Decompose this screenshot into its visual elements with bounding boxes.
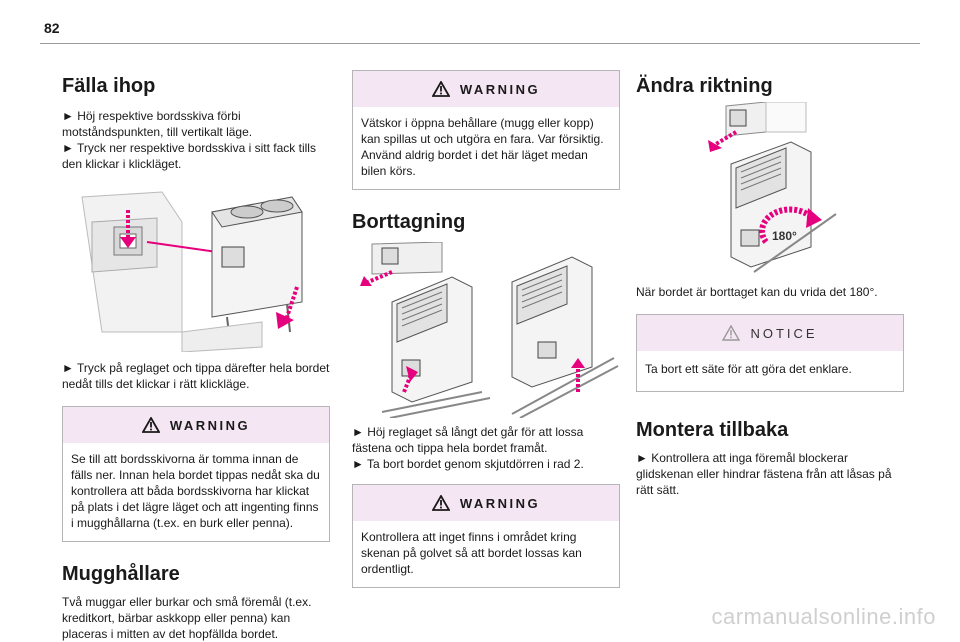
notice-box: NOTICE Ta bort ett säte för att göra det… [636, 314, 904, 392]
step-text: ► Ta bort bordet genom skjutdörren i rad… [352, 457, 584, 471]
page-number: 82 [44, 20, 60, 36]
warning-box-liquids: WARNING Vätskor i öppna behållare (mugg … [352, 70, 620, 190]
header-rule [40, 43, 920, 44]
warning-label: WARNING [459, 81, 541, 97]
warning-icon [431, 81, 450, 97]
removal-illustration [352, 242, 620, 418]
section-title-cupholder: Mugghållare [62, 563, 180, 585]
section-title-removal: Borttagning [352, 211, 466, 233]
column-3: Ändra riktning 180° När bordet är bortta… [636, 56, 904, 498]
column-2: WARNING Vätskor i öppna behållare (mugg … [352, 56, 620, 588]
step-text: ► Höj respektive bordsskiva förbi motstå… [62, 109, 253, 139]
warning-text: Se till att bordsskivorna är tomma innan… [71, 452, 320, 530]
watermark: carmanualsonline.info [711, 604, 936, 629]
section-title-reinstall: Montera tillbaka [636, 419, 789, 441]
warning-header: WARNING [63, 407, 329, 443]
rotate-table-illustration: 180° [636, 102, 904, 274]
step-text: ► Höj reglaget så långt det går för att … [352, 425, 584, 455]
warning-box-rail: WARNING Kontrollera att inget finns i om… [352, 484, 620, 588]
cupholder-text: Två muggar eller burkar och små föremål … [62, 595, 312, 641]
warning-header: WARNING [353, 485, 619, 521]
warning-text: Kontrollera att inget finns i området kr… [361, 530, 582, 576]
rotation-label: 180° [772, 229, 797, 243]
rotate-caption: När bordet är borttaget kan du vrida det… [636, 285, 878, 299]
warning-label: WARNING [169, 417, 251, 433]
notice-label: NOTICE [750, 325, 818, 341]
warning-header: WARNING [353, 71, 619, 107]
notice-header: NOTICE [637, 315, 903, 351]
step-text: ► Tryck ner respektive bordsskiva i sitt… [62, 141, 316, 171]
warning-label: WARNING [459, 495, 541, 511]
warning-icon [431, 495, 450, 511]
warning-box-fold: WARNING Se till att bordsskivorna är tom… [62, 406, 330, 542]
section-title-fold: Fälla ihop [62, 75, 156, 97]
reinstall-text: ► Kontrollera att inga föremål blockerar… [636, 451, 892, 497]
warning-icon [141, 417, 160, 433]
step-text: ► Tryck på reglaget och tippa därefter h… [62, 361, 330, 391]
fold-table-illustration [62, 182, 330, 352]
notice-text: Ta bort ett säte för att göra det enklar… [645, 362, 852, 376]
warning-text: Vätskor i öppna behållare (mugg eller ko… [361, 116, 604, 178]
notice-icon [722, 325, 741, 341]
section-title-direction: Ändra riktning [636, 75, 773, 97]
column-1: Fälla ihop ► Höj respektive bordsskiva f… [62, 56, 330, 642]
